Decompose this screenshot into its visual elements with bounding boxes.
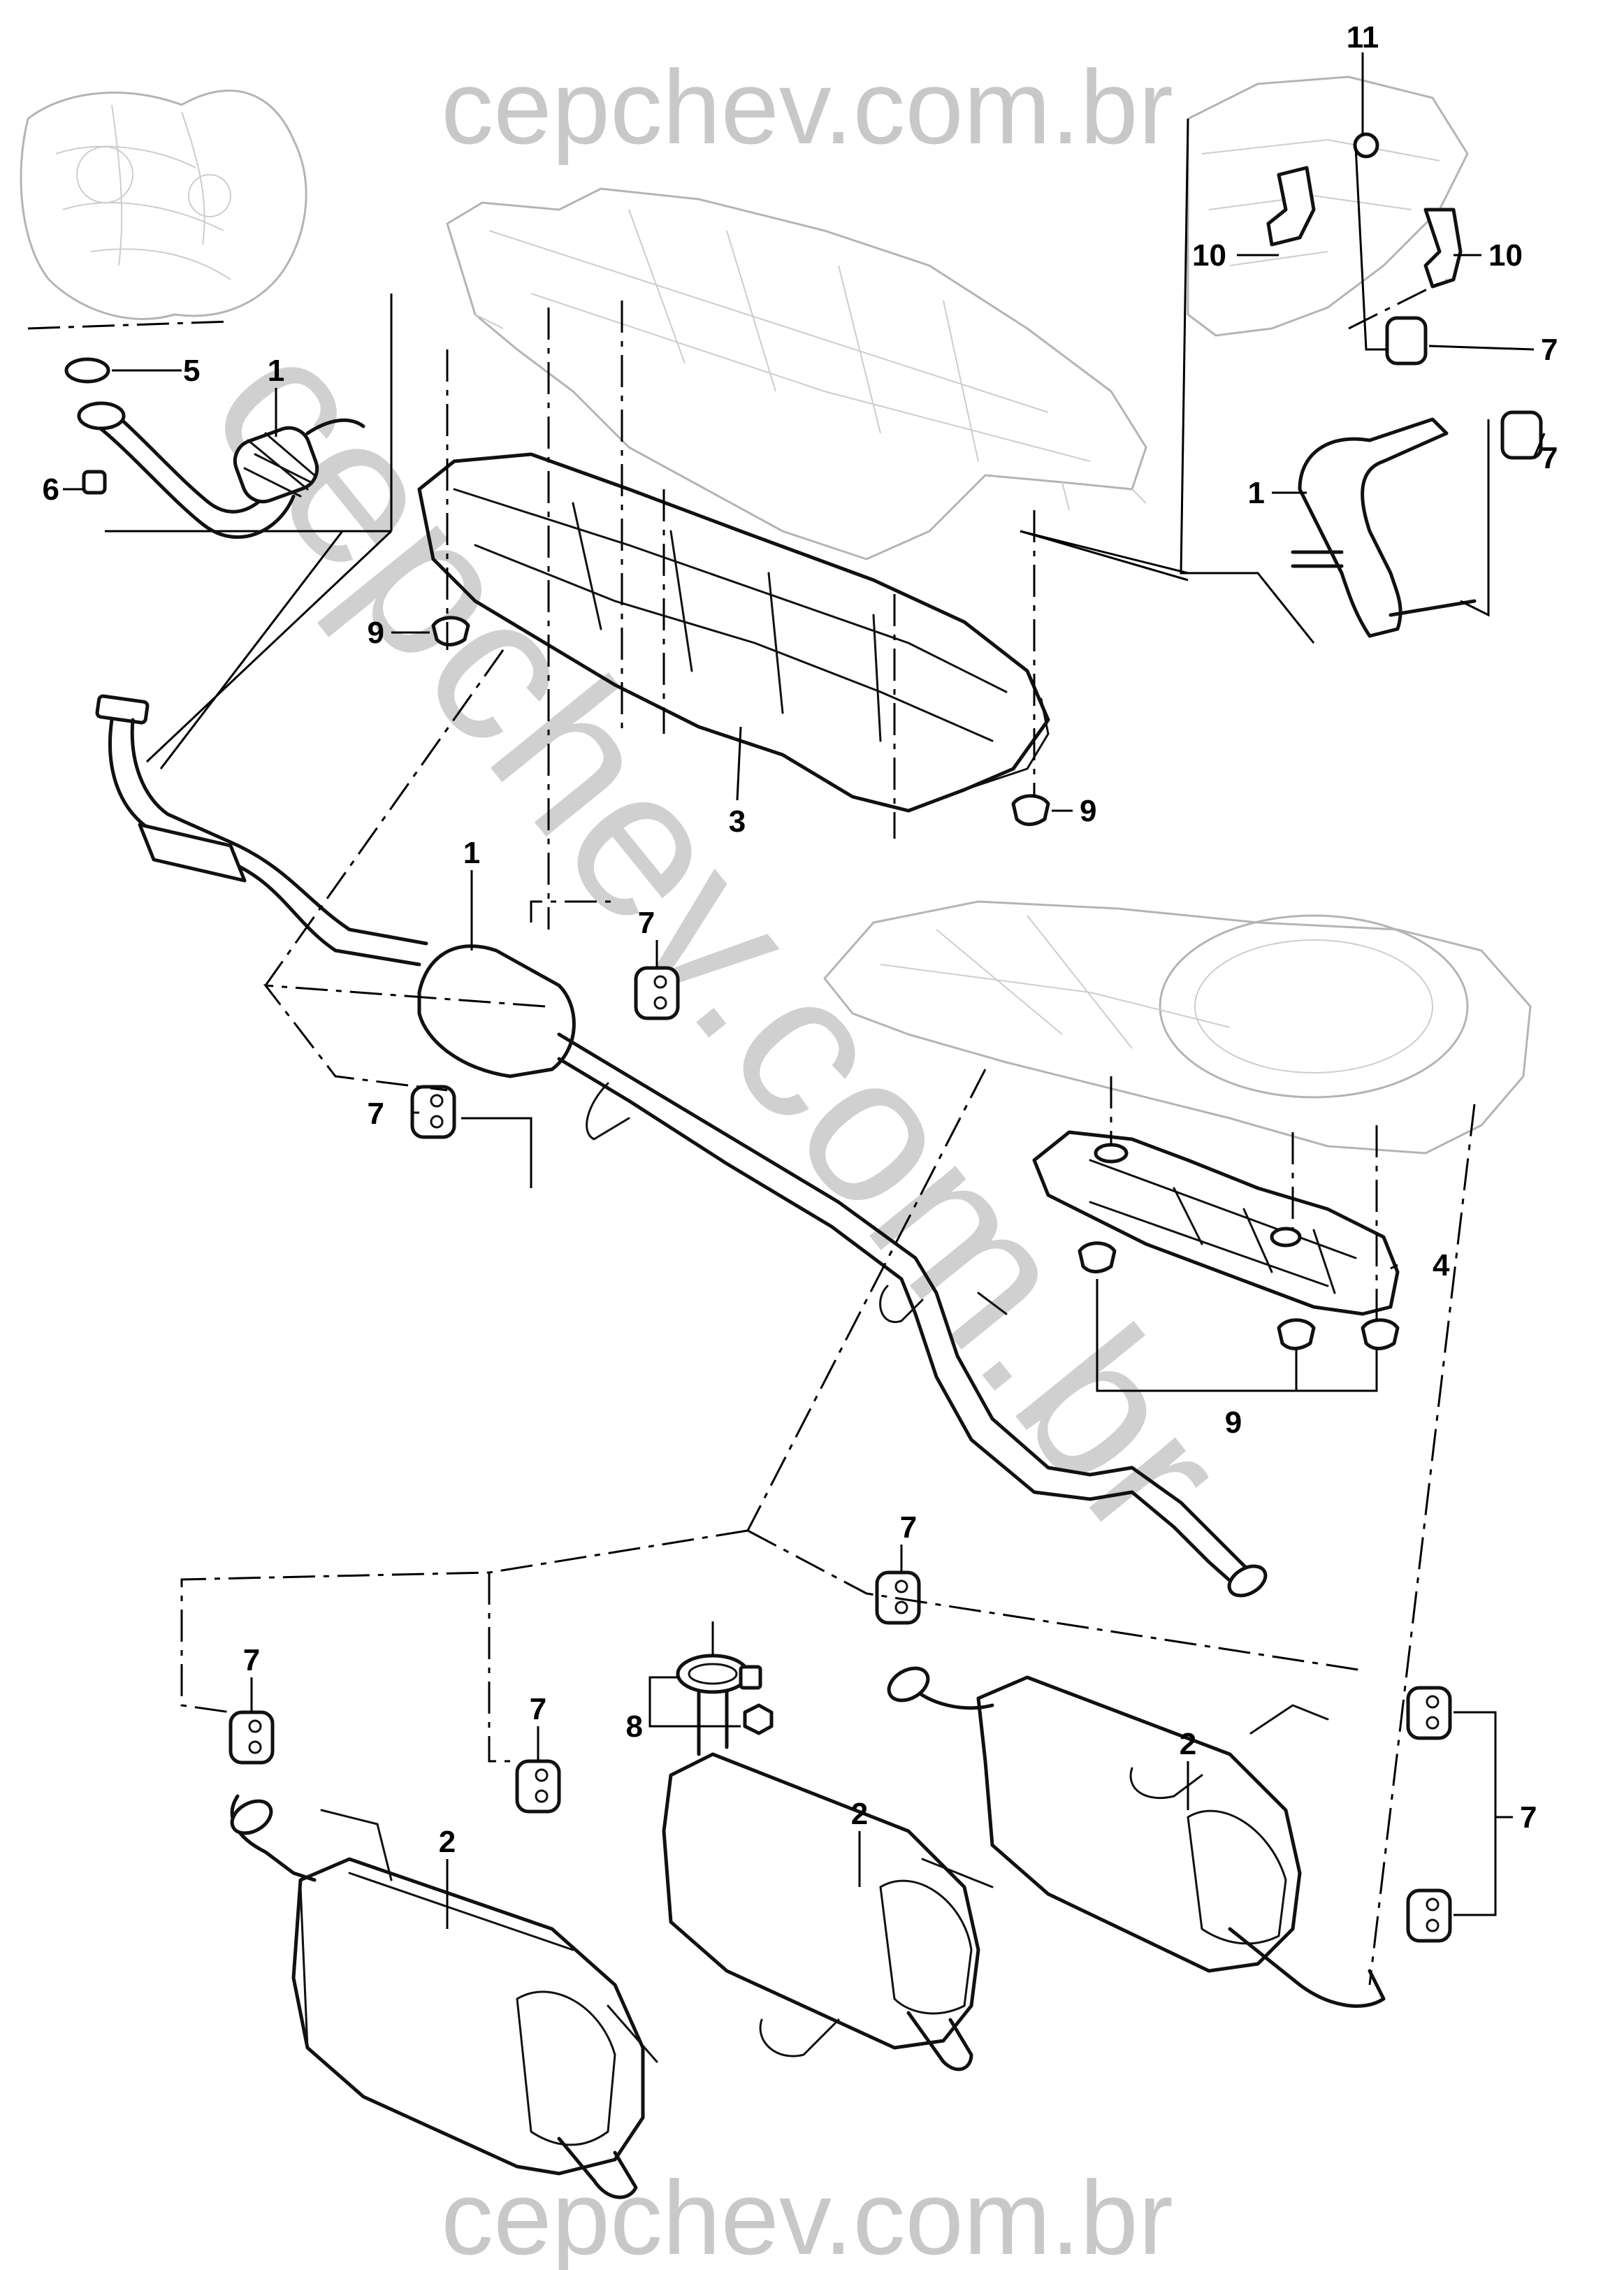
callout-2-b: 2: [851, 1797, 868, 1831]
hanger-7-inset-b: [1500, 410, 1543, 460]
callout-leaders: [63, 52, 1546, 1270]
callout-7-muffler-b: 7: [530, 1692, 546, 1726]
muffler-a: [230, 1794, 658, 2199]
heat-shield-4: [1032, 1130, 1400, 1392]
floor-pan-rear-sketch: [823, 900, 1532, 1155]
grommet-9-shield-b: [1277, 1318, 1316, 1350]
callout-leaders-lower: [446, 1761, 1513, 1929]
bolt-part-11: [1353, 132, 1379, 159]
bracket-10-left: [1266, 166, 1316, 247]
grommet-9-shield-c: [1361, 1318, 1400, 1350]
main-pipe-flange: [95, 694, 150, 725]
watermark-top: cepchev.com.br: [441, 48, 1173, 166]
heat-shield-3: [417, 452, 1050, 826]
hanger-7-muffler-a: [229, 1710, 275, 1765]
callout-7-cat: 7: [368, 1097, 384, 1131]
callout-11: 11: [1347, 20, 1379, 55]
floor-pan-front-sketch: [446, 187, 1147, 561]
callout-6: 6: [43, 472, 59, 507]
callout-10-left: 10: [1192, 238, 1226, 273]
nut-part-6: [82, 470, 107, 495]
grommet-9-right: [1011, 794, 1050, 826]
watermark-bottom: cepchev.com.br: [441, 2159, 1173, 2270]
callout-7-rear: 7: [900, 1510, 917, 1545]
callout-2-c: 2: [1180, 1727, 1196, 1761]
front-resonator: [138, 823, 247, 883]
callout-1-flex: 1: [268, 354, 284, 388]
shield-4-hole-a: [1094, 1143, 1129, 1164]
shield-4-hole-b: [1270, 1227, 1302, 1248]
rubber-hangers-rear: [229, 1677, 1497, 1943]
hanger-7-mid: [634, 966, 680, 1020]
callout-7-muffler-a: 7: [243, 1643, 260, 1677]
inset-frame-lines: [27, 118, 1315, 769]
clamp-part-8: [648, 1621, 774, 1735]
callout-1-inset: 1: [1248, 476, 1265, 510]
engine-block-sketch: [20, 89, 307, 320]
callout-2-a: 2: [439, 1825, 456, 1859]
inset-hanger-parts: [1266, 132, 1543, 638]
hanger-7-bracket-a: [1406, 1686, 1452, 1740]
catalytic-converter: [417, 944, 576, 1078]
grommet-9-shield-a: [1078, 1241, 1117, 1273]
callout-9-left: 9: [368, 616, 384, 650]
callout-7-bracket: 7: [1520, 1800, 1537, 1835]
callout-7-top-1: 7: [1541, 333, 1558, 367]
intermediate-pipe-end: [1227, 1564, 1268, 1598]
dash-dot-leaders: [180, 301, 1476, 1986]
bracket-10-right: [1423, 208, 1463, 289]
callout-9-right: 9: [1080, 794, 1096, 828]
callout-7-top-2: 7: [1541, 441, 1558, 475]
rubber-hangers-mid: [263, 900, 921, 1625]
callout-4: 4: [1433, 1248, 1450, 1282]
callout-9-shield: 9: [1225, 1405, 1242, 1440]
callout-5: 5: [183, 354, 200, 388]
inset-body-sketch: [1187, 75, 1469, 337]
front-flange: [77, 401, 126, 431]
callout-1-cat: 1: [463, 836, 480, 870]
hanger-7-muffler-b: [515, 1759, 561, 1814]
callout-8: 8: [626, 1709, 643, 1744]
hanger-7-inset-a: [1385, 316, 1428, 366]
front-pipe-inset: [64, 357, 365, 539]
grommet-9-left: [431, 616, 470, 646]
muffler-c: [887, 1666, 1386, 2008]
hanger-7-bracket-b: [1406, 1888, 1452, 1943]
callout-7-mid: 7: [638, 906, 655, 940]
callout-10-right: 10: [1488, 238, 1523, 273]
callout-3: 3: [729, 804, 746, 839]
gasket-part-5: [64, 357, 110, 384]
